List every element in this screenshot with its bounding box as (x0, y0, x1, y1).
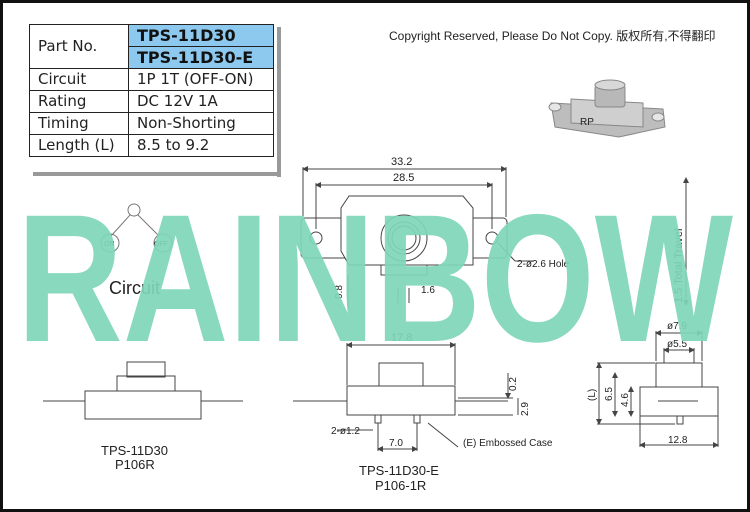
right-view (596, 330, 719, 448)
circuit-value: 1P 1T (OFF-ON) (128, 68, 274, 91)
mid-view (293, 342, 519, 452)
switch-photo: RP (548, 79, 666, 138)
length-label: Length (L) (29, 134, 129, 157)
dim-thickness: 0.8 (334, 285, 345, 299)
right-dim-length: (L) (587, 389, 598, 401)
circuit-off-label: OFF (154, 241, 168, 248)
part-no-label: Part No. (29, 24, 129, 69)
mid-dim-b: 2.9 (520, 402, 531, 416)
dim-inner-width: 28.5 (393, 172, 414, 184)
circuit-symbol (100, 203, 173, 253)
left-code-label: P106R (115, 457, 155, 472)
right-dim-h1: 6.5 (604, 387, 615, 401)
copyright-notice: Copyright Reserved, Please Do Not Copy. … (389, 29, 716, 43)
table-shadow-bottom (33, 172, 281, 176)
mid-dim-a: 0.2 (508, 377, 519, 391)
photo-logo: RP (580, 117, 594, 128)
length-value: 8.5 to 9.2 (128, 134, 274, 157)
pin-note: 2-ø1.2 (331, 426, 360, 437)
part-no-value-1: TPS-11D30 (128, 24, 274, 47)
left-view (43, 361, 243, 420)
right-dim-base: 12.8 (668, 435, 688, 446)
hole-note: 2-ø2.6 Hole (517, 259, 570, 270)
case-note: (E) Embossed Case (463, 438, 553, 449)
dim-overall-width: 33.2 (391, 156, 412, 168)
part-no-value-2: TPS-11D30-E (128, 46, 274, 69)
left-model-label: TPS-11D30 (101, 443, 168, 458)
right-dim-top1: ø7.9 (667, 321, 687, 332)
mid-model-label: TPS-11D30-E (359, 463, 439, 478)
mid-code-label: P106-1R (375, 478, 426, 493)
circuit-label: Circuit (109, 278, 160, 298)
timing-value: Non-Shorting (128, 112, 274, 135)
circuit-on-label: ON (104, 241, 115, 248)
total-travel-label: 1.5 Total Travel (673, 229, 685, 303)
right-dim-top2: ø5.5 (667, 339, 687, 350)
mid-dim-width: 17.8 (391, 332, 412, 344)
rainbow-watermark: RAINBOW (17, 176, 733, 380)
right-dim-h2: 4.6 (620, 393, 631, 407)
technical-drawing: RP ON OFF Circuit (17, 79, 733, 493)
circuit-label: Circuit (29, 68, 129, 91)
top-view (300, 166, 689, 308)
spec-table: Part No. TPS-11D30 TPS-11D30-E Circuit 1… (29, 24, 274, 157)
dim-gap: 1.6 (421, 285, 435, 296)
pin-pitch: 7.0 (389, 438, 403, 449)
table-shadow-right (277, 27, 281, 177)
